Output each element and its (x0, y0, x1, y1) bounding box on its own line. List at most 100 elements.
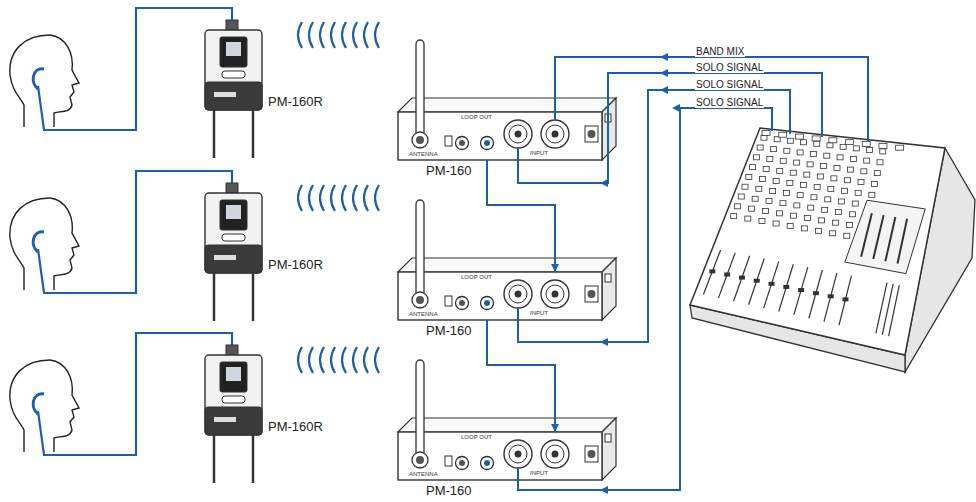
xlr-combo-input (541, 120, 569, 148)
radio-wave (298, 185, 302, 211)
dc-jack (585, 286, 598, 302)
channel-knob (753, 155, 759, 160)
antenna-connector (412, 132, 428, 148)
channel-knob (805, 216, 811, 221)
xlr-combo-input (515, 291, 522, 298)
receiver-display (226, 42, 241, 56)
radio-wave (353, 185, 357, 211)
panel-label: LOOP OUT (461, 274, 492, 280)
loop-out-jack (459, 140, 465, 146)
receiver-antenna (213, 435, 216, 483)
loop-out-jack (484, 140, 490, 146)
xlr-combo-input (504, 120, 532, 148)
xlr-combo-input (541, 280, 569, 308)
transmitter-antenna (416, 40, 424, 136)
channel-knob (819, 218, 825, 223)
channel-knob (811, 195, 817, 200)
channel-knob (858, 180, 864, 185)
xlr-combo-input (546, 285, 564, 303)
receiver-button (222, 234, 245, 241)
radio-wave (298, 347, 302, 373)
transmitter-top (398, 258, 616, 272)
channel-knob (836, 210, 842, 215)
channel-knob (742, 184, 748, 189)
radio-wave (309, 347, 313, 373)
fader-track (734, 256, 750, 302)
channel-knob (869, 192, 875, 197)
receiver-device: PM-160R (205, 193, 262, 273)
radio-wave (364, 22, 368, 48)
channel-knob (766, 198, 772, 203)
channel-knob (797, 150, 803, 155)
earphone-cable (38, 333, 232, 455)
fader-knob (828, 294, 834, 298)
channel-knob (849, 212, 855, 217)
fader-knob (709, 269, 715, 273)
receiver-antenna (252, 110, 255, 158)
channel-knob (825, 197, 831, 202)
fader-track (809, 270, 822, 318)
receiver-antenna (252, 273, 255, 321)
receiver-lower (205, 407, 262, 435)
channel-knob (773, 221, 779, 226)
radio-wave (342, 347, 346, 373)
arrow-head (600, 338, 608, 346)
level-meter (861, 213, 872, 257)
radio-wave (320, 347, 324, 373)
channel-knob (861, 169, 867, 174)
fader-track (749, 259, 765, 305)
panel-label: INPUT (530, 150, 548, 156)
dc-jack (585, 446, 598, 462)
level-meter (898, 219, 908, 264)
channel-knob (790, 170, 796, 175)
channel-knob (770, 147, 776, 152)
channel-knob (787, 180, 793, 185)
head-outline (50, 35, 79, 127)
loop-out-jack (456, 297, 469, 310)
loop-out-cable (487, 160, 555, 272)
receiver-logo-mark (214, 417, 236, 422)
signal-name: SOLO SIGNAL (695, 97, 764, 108)
channel-knob (814, 141, 820, 146)
fader-knob (813, 291, 819, 295)
channel-knob (777, 168, 783, 173)
channel-knob (759, 176, 765, 181)
headphone-jack (226, 183, 238, 193)
radio-wave (364, 185, 368, 211)
xlr-combo-input (541, 440, 569, 468)
loop-out-cable (487, 320, 555, 432)
channel-knob (817, 174, 823, 179)
channel-knob (734, 204, 740, 209)
fader-knob (769, 282, 775, 286)
device-model-label: PM-160 (426, 163, 472, 178)
mixer-button (762, 130, 770, 135)
mixer-button (795, 134, 803, 139)
channel-knob (784, 148, 790, 153)
transmitter-side (602, 418, 616, 480)
channel-knob (841, 188, 847, 193)
channel-knob (831, 176, 837, 181)
power-switch (605, 434, 611, 442)
fader-track (824, 273, 837, 322)
channel-knob (746, 174, 752, 179)
receiver-lower (205, 82, 262, 110)
radio-wave (342, 185, 346, 211)
receiver-body (205, 355, 262, 435)
xlr-combo-input (504, 440, 532, 468)
fader-knob (739, 276, 745, 280)
channel-knob (808, 205, 814, 210)
channel-knob (839, 199, 845, 204)
receiver-screen (220, 200, 247, 230)
xlr-combo-input (509, 125, 527, 143)
head-outline (50, 360, 79, 452)
channel-knob (814, 184, 820, 189)
fader-knob (798, 288, 804, 292)
channel-knob (867, 147, 873, 152)
fader-knob (724, 272, 730, 276)
device-model-label: PM-160 (426, 323, 472, 338)
rf-power-switch (445, 136, 452, 146)
fader-track (839, 276, 851, 325)
xlr-combo-input (504, 280, 532, 308)
radio-wave (320, 185, 324, 211)
antenna-connector (416, 296, 424, 304)
